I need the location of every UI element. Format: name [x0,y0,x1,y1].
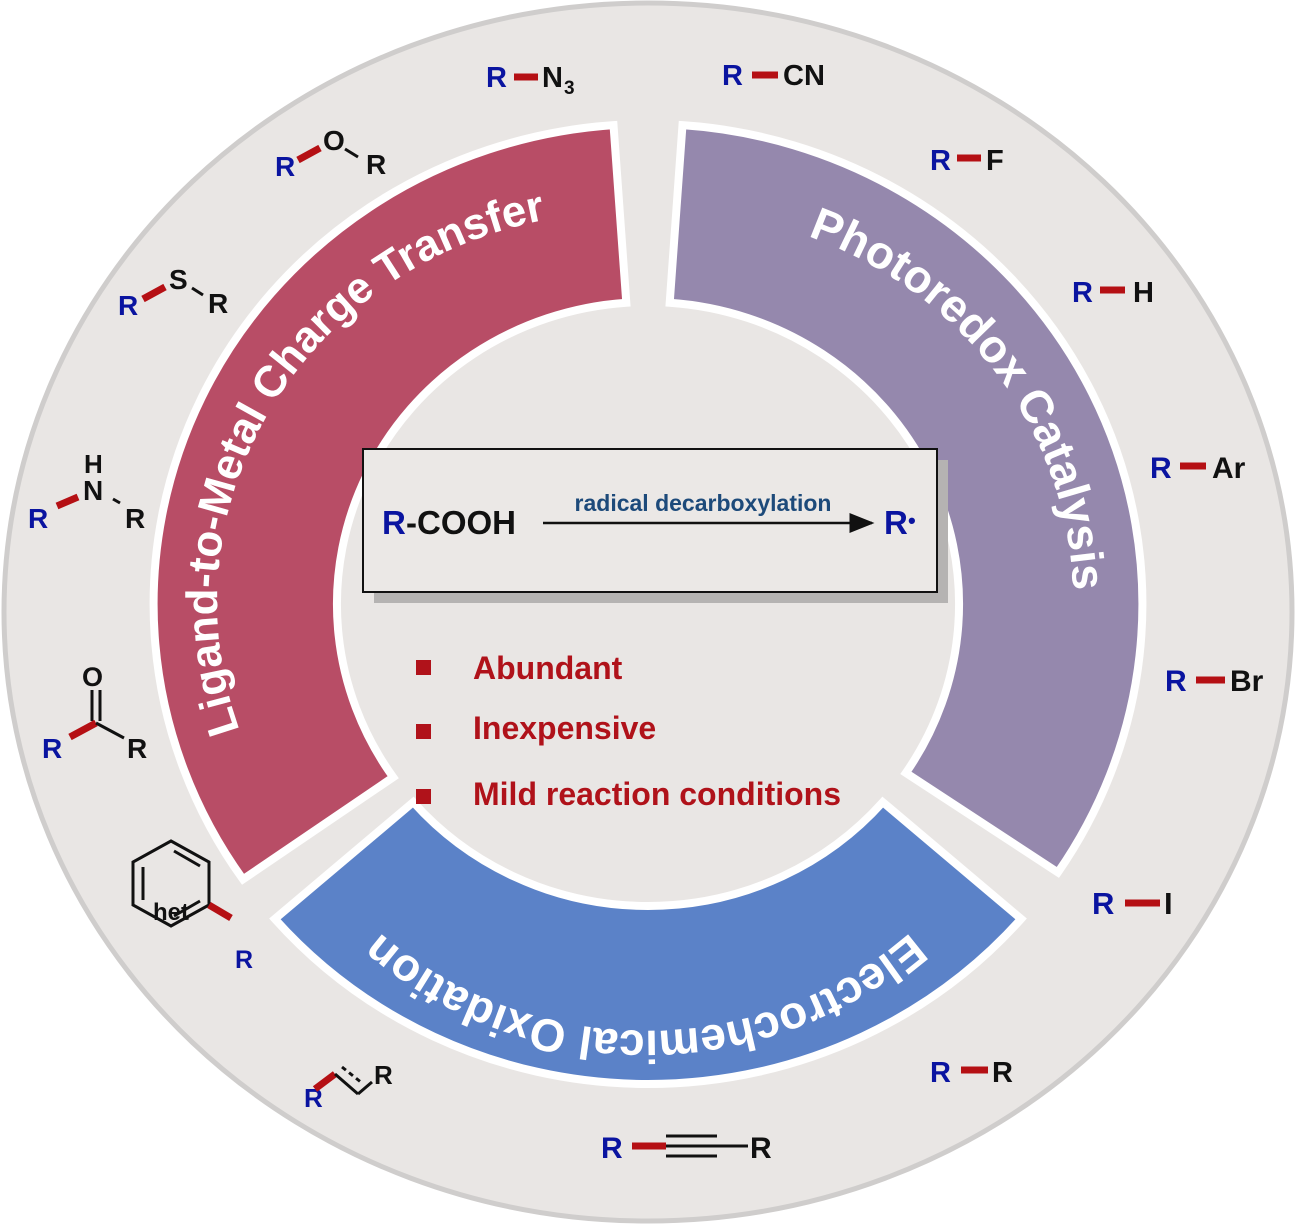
r-group-2: R [125,503,145,534]
bond [357,1080,373,1096]
product-aryl: R Ar [1150,452,1246,485]
r-group: R [1072,277,1093,309]
r-group-2: R [127,733,147,764]
r-group-2: R [366,149,386,180]
product-thioether: R S R [118,264,228,321]
advantage-text: Abundant [473,650,623,686]
het-label: het [153,899,189,926]
atom-label: N [83,475,103,506]
ring-icon [131,839,211,928]
r-group: R [28,503,48,534]
reaction-box-frame [362,448,938,593]
advantages-list: Abundant Inexpensive Mild reaction condi… [416,650,841,812]
h-label: H [84,449,103,479]
advantage-item: Abundant [416,650,623,686]
r-group: R [722,60,743,92]
new-bond [68,719,98,741]
r-group: R [42,733,62,764]
radical-dot: • [908,508,916,533]
product-alkene: R R [304,1060,393,1113]
new-bond [141,283,167,303]
atom-label: R [992,1057,1013,1089]
r-group: R [275,151,295,182]
product-hydride: R H [1072,277,1154,309]
product-heteroarene: het R [131,839,253,974]
r-group: R [930,145,951,177]
r-group-2: R [374,1060,393,1090]
product-alkyne: R R [601,1132,772,1165]
ring-double-bond [173,899,201,918]
product-ketone: O R R [42,662,147,764]
r-group-2: R [750,1132,772,1165]
segment-electrochem [269,796,1027,1088]
advantage-text: Inexpensive [473,710,656,746]
bond [112,497,121,505]
r-group: R [486,62,507,94]
reactant-r: R [382,504,406,541]
atom-label: CN [783,60,825,92]
product-radical-r: R [884,504,908,541]
product-ether: R O R [275,125,386,182]
atom-label: F [986,145,1004,177]
r-group: R [235,946,253,974]
product-iodide: R I [1092,886,1173,921]
product-alkyl: R R [930,1057,1013,1089]
segment-lmct [149,120,631,885]
r-group: R [1165,665,1187,698]
r-group-2: R [208,288,228,319]
atom-label: S [169,264,188,295]
advantage-text: Mild reaction conditions [473,776,841,812]
product-azide: R N 3 [486,62,575,99]
bond [334,1072,359,1096]
atom-label: O [323,125,345,156]
reactant-cooh: -COOH [406,504,516,541]
bond [344,147,359,159]
segment-photoredox [665,120,1147,878]
r-group: R [930,1057,951,1089]
advantage-item: Mild reaction conditions [416,776,841,812]
advantage-item: Inexpensive [416,710,656,746]
new-bond [207,901,233,922]
product-bromide: R Br [1165,665,1264,698]
atom-label: O [82,662,103,692]
new-bond [296,144,322,164]
dashed-bond [341,1065,363,1085]
atom-label: N [542,62,563,94]
atom-label: H [1133,277,1154,309]
r-group: R [1092,886,1114,921]
atom-label: Br [1230,665,1264,698]
product-amine: H N R R [28,449,145,534]
r-group: R [1150,452,1172,485]
bond [95,721,125,740]
reaction-box: R -COOH radical decarboxylation R • [362,448,948,603]
bullet-square-icon [416,660,431,675]
atom-label: I [1164,886,1173,921]
product-fluoride: R F [930,145,1004,177]
reaction-arrow-label: radical decarboxylation [575,490,832,516]
new-bond [55,493,80,510]
new-bond [312,1071,338,1092]
bullet-square-icon [416,724,431,739]
r-group: R [118,290,138,321]
bond [191,286,204,297]
ring-double-bond [173,849,201,868]
product-nitrile: R CN [722,60,825,92]
bullet-square-icon [416,789,431,804]
r-group: R [601,1132,623,1165]
subscript: 3 [564,78,575,99]
atom-label: Ar [1212,452,1246,485]
